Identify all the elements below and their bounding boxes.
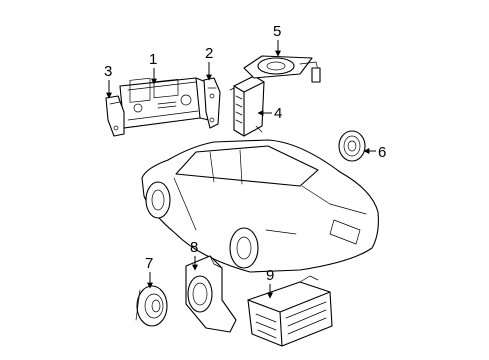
callout-label-9: 9 — [266, 267, 274, 284]
callout-label-5: 5 — [273, 23, 281, 40]
callout-4: 4 — [257, 105, 282, 122]
callout-3: 3 — [104, 63, 112, 99]
callout-6: 6 — [363, 144, 386, 161]
rear-deck-speaker — [243, 55, 321, 83]
callout-5: 5 — [273, 23, 281, 57]
callout-label-7: 7 — [145, 255, 153, 272]
radio-bracket — [203, 77, 221, 129]
side-bracket — [105, 95, 125, 137]
callout-9: 9 — [266, 267, 274, 299]
callout-8: 8 — [190, 239, 198, 271]
radio-head-unit — [119, 77, 210, 129]
vehicle-outline — [141, 139, 379, 273]
callout-2: 2 — [205, 45, 213, 81]
callout-label-8: 8 — [190, 239, 198, 256]
amplifier-module — [229, 75, 265, 137]
callout-label-4: 4 — [274, 105, 282, 122]
door-speaker — [135, 285, 168, 327]
callout-7: 7 — [145, 255, 153, 289]
callout-label-2: 2 — [205, 45, 213, 62]
callout-label-3: 3 — [104, 63, 112, 80]
callout-label-1: 1 — [149, 51, 157, 68]
callout-1: 1 — [149, 51, 157, 85]
callout-label-6: 6 — [378, 144, 386, 161]
speaker-enclosure — [185, 255, 237, 333]
tweeter-speaker — [338, 130, 366, 162]
subwoofer-amplifier — [247, 275, 333, 347]
